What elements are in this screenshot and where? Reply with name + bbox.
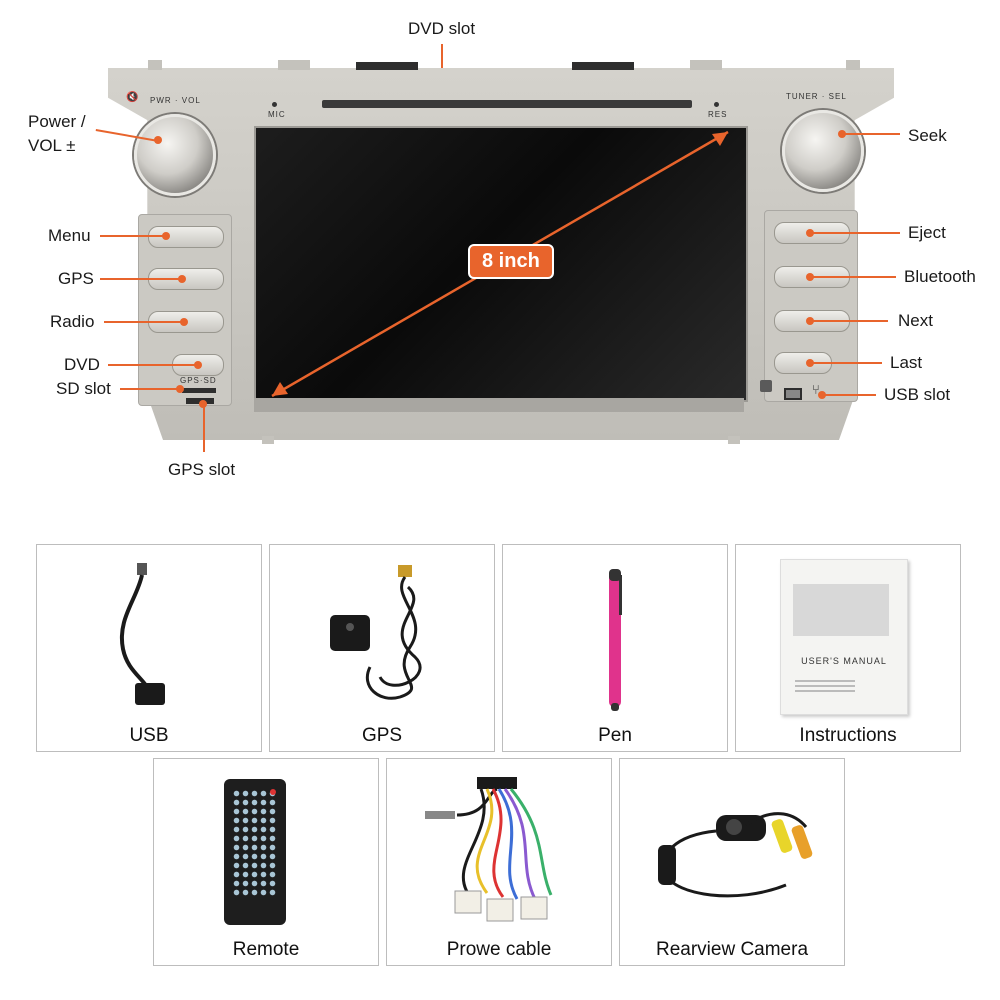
- seek-callout: Seek: [908, 126, 947, 145]
- usb-port[interactable]: [784, 388, 802, 400]
- reset-hole[interactable]: [714, 102, 719, 107]
- manual-icon: USER'S MANUAL: [780, 559, 908, 715]
- dvd-dot: [194, 361, 202, 369]
- power-volume-knob[interactable]: [134, 114, 216, 196]
- usb-cable-icon: [119, 563, 165, 705]
- accessory-card-pen: Pen: [502, 544, 728, 752]
- bluetooth-dot: [806, 273, 814, 281]
- next-pointer: [812, 320, 888, 322]
- bluetooth-callout: Bluetooth: [904, 267, 976, 286]
- manual-photo: [793, 584, 889, 636]
- gps-callout: GPS: [58, 269, 94, 288]
- sd-slot-pointer: [120, 388, 180, 390]
- power-callout-line1: Power /: [28, 112, 86, 131]
- mount-tab: [262, 436, 274, 444]
- gps-slot-pointer: [203, 402, 205, 452]
- tuner-select-knob[interactable]: [782, 110, 864, 192]
- accessory-label: GPS: [361, 725, 403, 746]
- gps-pointer: [100, 278, 182, 280]
- usb-slot-pointer: [824, 394, 876, 396]
- radio-pointer: [104, 321, 184, 323]
- pwr-vol-label: PWR · VOL: [150, 96, 201, 105]
- mount-tab: [278, 60, 310, 70]
- remote-power-button: [270, 789, 276, 795]
- gps-slot-callout: GPS slot: [168, 460, 236, 479]
- last-pointer: [812, 362, 882, 364]
- mount-tab: [846, 60, 860, 70]
- menu-pointer: [100, 235, 166, 237]
- seek-pointer: [844, 133, 900, 135]
- next-dot: [806, 317, 814, 325]
- accessory-label: Rearview Camera: [655, 939, 809, 960]
- gps-antenna-icon: [330, 565, 422, 700]
- eject-callout: Eject: [908, 223, 946, 242]
- power-callout-line2: VOL ±: [28, 136, 76, 155]
- accessory-card-gps: GPS: [269, 544, 495, 752]
- last-callout: Last: [890, 353, 923, 372]
- accessory-label: Pen: [598, 725, 632, 746]
- accessory-card-usb: USB: [36, 544, 262, 752]
- accessory-card-camera: Rearview Camera: [619, 758, 845, 966]
- gps-slot-dot: [199, 400, 207, 408]
- mount-tab: [728, 436, 740, 444]
- sd-slot-dot: [176, 385, 184, 393]
- usb-slot-dot: [818, 391, 826, 399]
- stylus-pen-icon: [609, 569, 622, 711]
- bluetooth-pointer: [812, 276, 896, 278]
- dvd-callout: DVD: [64, 355, 100, 374]
- gps-dot: [178, 275, 186, 283]
- eject-pointer: [812, 232, 900, 234]
- dvd-slot-label: DVD slot: [408, 19, 476, 38]
- rearview-camera-icon: [658, 812, 813, 898]
- sd-card-slot[interactable]: [182, 388, 216, 393]
- manual-title: USER'S MANUAL: [801, 656, 887, 666]
- power-dot: [154, 136, 162, 144]
- accessory-label: Instructions: [799, 725, 897, 746]
- tuner-sel-label: TUNER · SEL: [786, 92, 847, 101]
- mount-tab: [148, 60, 162, 70]
- accessory-card-cable: Prowe cable: [386, 758, 612, 966]
- eject-dot: [806, 229, 814, 237]
- accessory-card-remote: Remote: [153, 758, 379, 966]
- sd-slot-callout: SD slot: [56, 379, 111, 398]
- mount-tab: [572, 62, 634, 70]
- usb-symbol-icon: ⑂: [812, 382, 820, 397]
- accessory-label: Prowe cable: [446, 939, 552, 960]
- mic-label: MIC: [268, 110, 286, 119]
- remote-control-icon: [224, 779, 286, 925]
- dvd-pointer: [108, 364, 198, 366]
- radio-callout: Radio: [50, 312, 95, 331]
- menu-button[interactable]: [148, 226, 224, 248]
- dvd-slot[interactable]: [322, 100, 692, 108]
- menu-callout: Menu: [48, 226, 91, 245]
- screen-bezel: [254, 398, 744, 412]
- menu-dot: [162, 232, 170, 240]
- gps-sd-label: GPS·SD: [180, 376, 217, 385]
- mic-hole: [272, 102, 277, 107]
- usb-slot-callout: USB slot: [884, 385, 951, 404]
- remote-buttons: [232, 789, 278, 897]
- manual-text-lines: [795, 680, 855, 682]
- accessory-label: USB: [129, 725, 169, 746]
- accessory-card-instructions: USER'S MANUAL Instructions: [735, 544, 961, 752]
- accessory-label: Remote: [232, 939, 300, 960]
- ir-sensor: [760, 380, 772, 392]
- mount-tab: [356, 62, 418, 70]
- mount-tab: [690, 60, 722, 70]
- screen-size-badge: 8 inch: [468, 244, 554, 279]
- mute-icon: 🔇: [126, 92, 139, 103]
- next-callout: Next: [898, 311, 933, 330]
- radio-dot: [180, 318, 188, 326]
- last-dot: [806, 359, 814, 367]
- seek-dot: [838, 130, 846, 138]
- wiring-harness-icon: [425, 777, 553, 922]
- res-label: RES: [708, 110, 728, 119]
